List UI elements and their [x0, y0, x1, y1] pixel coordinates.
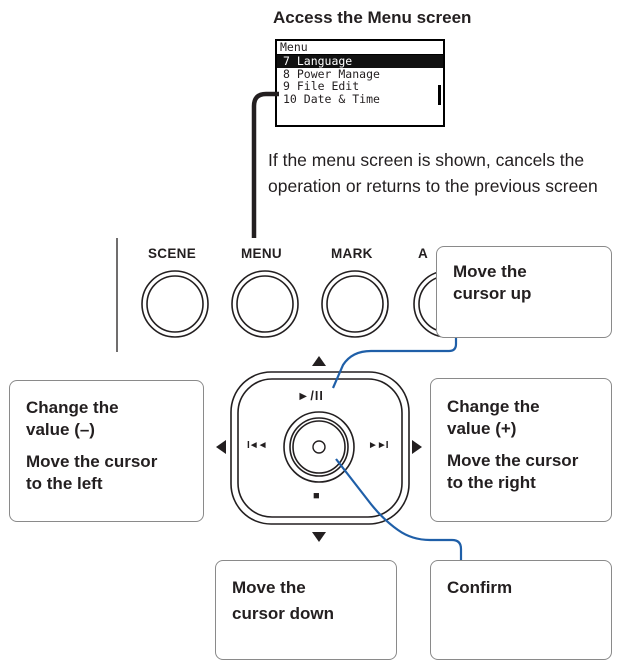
callout-right-move-line-1: Move the cursor — [447, 451, 579, 470]
menu-button-note: If the menu screen is shown, cancels the… — [268, 150, 598, 196]
menu-screen-heading: Access the Menu screen — [273, 8, 472, 27]
lcd-title: Menu — [277, 41, 443, 55]
callout-confirm-label: Confirm — [447, 578, 513, 597]
enter-button-outer — [283, 411, 355, 483]
lcd-menu-item-file-edit: 9 File Edit — [283, 79, 360, 93]
menu-button-label: MENU — [241, 246, 282, 261]
a-button-label: A — [418, 246, 429, 261]
callout-left: Change the value (–) Move the cursor to … — [9, 380, 204, 522]
callout-right-value-line-1: Change the — [447, 397, 540, 416]
callout-cursor-down: Move the cursor down — [215, 560, 397, 660]
rewind-icon: I◄◄ — [247, 440, 268, 451]
callout-left-move-line-2: to the left — [26, 474, 103, 493]
callout-down-line-2: cursor down — [232, 604, 335, 623]
lcd-menu-item-date-time: 10 Date & Time — [283, 91, 380, 106]
mark-button — [321, 270, 389, 338]
lcd-menu-item-power-manage: 8 Power Manage — [283, 66, 380, 81]
navigation-pad — [230, 371, 410, 525]
confirm-leader-line — [335, 458, 463, 560]
mark-button-label: MARK — [331, 246, 373, 261]
enter-button-dot — [312, 440, 326, 454]
callout-up-line-1: Move the — [453, 262, 527, 281]
up-arrow-icon — [312, 356, 326, 366]
scene-button — [141, 270, 209, 338]
fast-forward-icon: ►►I — [368, 440, 389, 451]
callout-left-value-line-2: value (–) — [26, 420, 95, 439]
callout-right-move-line-2: to the right — [447, 473, 536, 492]
callout-up-line-2: cursor up — [453, 284, 532, 303]
lcd-menu-screen: Menu 7 Language 8 Power Manage 9 File Ed… — [275, 39, 445, 127]
callout-down-line-1: Move the — [232, 578, 306, 597]
callout-right: Change the value (+) Move the cursor to … — [430, 378, 612, 522]
menu-button — [231, 270, 299, 338]
callout-right-value-line-2: value (+) — [447, 419, 517, 438]
menu-leader-line — [251, 91, 279, 238]
left-arrow-icon — [216, 440, 226, 454]
lcd-scrollbar — [438, 85, 441, 105]
right-arrow-icon — [412, 440, 422, 454]
play-pause-icon: ►/II — [297, 389, 324, 403]
callout-cursor-up: Move the cursor up — [436, 246, 612, 338]
up-leader-line — [331, 336, 458, 389]
lcd-menu-item-language: 7 Language — [277, 55, 443, 68]
callout-left-move-line-1: Move the cursor — [26, 452, 158, 471]
callout-confirm: Confirm — [430, 560, 612, 660]
callout-left-value-line-1: Change the — [26, 398, 119, 417]
scene-button-label: SCENE — [148, 246, 197, 261]
down-arrow-icon — [312, 532, 326, 542]
stop-icon: ■ — [313, 490, 320, 502]
